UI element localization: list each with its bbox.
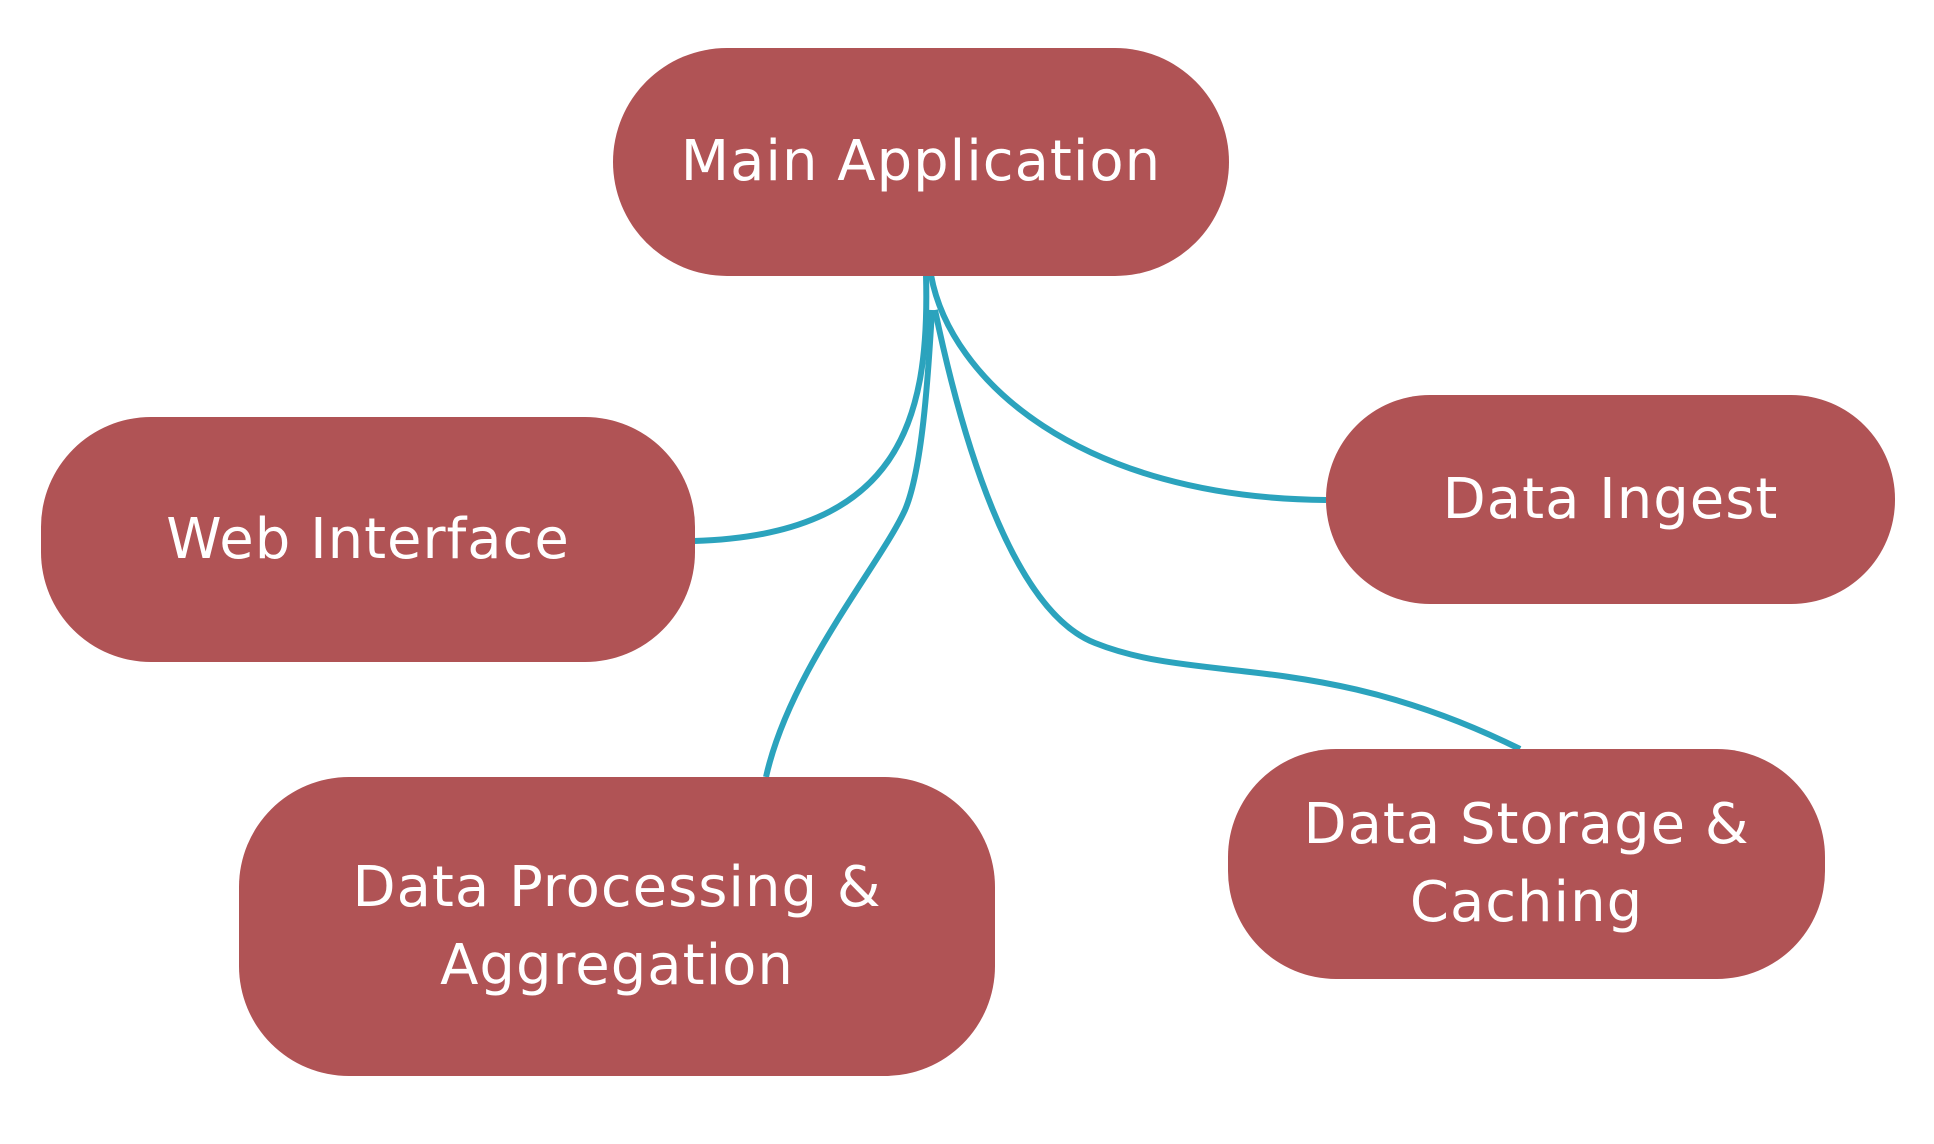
edge-main-storage [932, 309, 1522, 752]
node-data-storage[interactable]: Data Storage & Caching [1228, 749, 1825, 979]
node-label-line-2: Caching [1409, 870, 1644, 935]
edge-main-ingest [928, 274, 1327, 503]
node-data-processing[interactable]: Data Processing & Aggregation [239, 777, 995, 1076]
node-label: Data Ingest [1442, 466, 1779, 532]
node-label: Web Interface [166, 506, 570, 572]
node-label-line-2: Aggregation [440, 932, 794, 998]
node-label-line-1: Data Processing & [352, 854, 882, 920]
node-main-application[interactable]: Main Application [613, 48, 1229, 276]
node-web-interface[interactable]: Web Interface [41, 417, 695, 662]
node-label: Main Application [680, 129, 1162, 194]
node-data-ingest[interactable]: Data Ingest [1326, 395, 1895, 604]
edge-main-web [693, 274, 930, 544]
edge-main-processing [763, 309, 935, 778]
node-label-line-1: Data Storage & [1303, 792, 1750, 857]
